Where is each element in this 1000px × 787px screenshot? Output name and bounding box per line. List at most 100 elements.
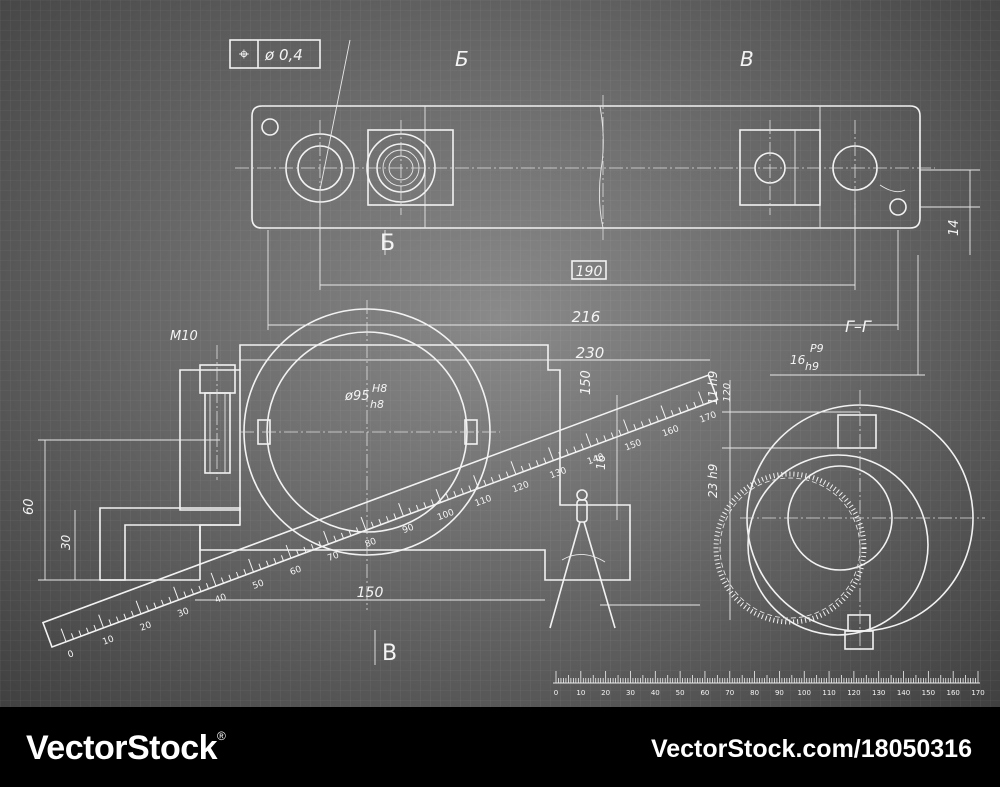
ruler-tick [318,541,322,548]
ruler-tick [285,544,292,559]
ruler-tick [265,560,269,567]
ruler-tick [573,446,577,453]
protractor-arc [713,471,867,625]
ruler-label: 70 [326,551,340,564]
dim-23h9: 23 h9 [706,464,720,498]
ruler-label: 90 [775,689,784,697]
ruler-label: 20 [139,620,153,633]
ruler-tick [670,410,674,417]
ruler-tick [303,546,307,553]
ruler-tick [183,591,187,598]
ruler-label: 140 [897,689,910,697]
ruler-label: 40 [651,689,660,697]
diameter-95: ø95 [344,389,370,404]
ruler-tick [585,433,592,447]
compass-icon [549,489,616,629]
ruler-tick [490,477,494,483]
ruler-label: 0 [67,649,76,660]
ruler-tick [295,549,299,556]
brand-logo: VectorStock® [26,729,226,768]
ruler-label: 100 [798,689,811,697]
stock-footer: VectorStock® VectorStock.com/18050316 [0,707,1000,787]
fit-h8-upper: H8 [372,382,387,395]
fit-h8-lower: h8 [370,398,384,411]
fit-h9: h9 [805,360,819,373]
ruler-tick [385,516,389,523]
ruler-tick [378,518,382,525]
ruler-label: 120 [847,689,860,697]
dim-30: 30 [59,534,73,550]
ruler-tick [633,424,637,431]
ruler-tick [273,557,277,564]
brand-name: VectorStock [26,729,218,767]
ruler-label: 50 [676,689,685,697]
dim-60: 60 [22,498,37,515]
dim-16-key: 16 [790,353,806,367]
top-view-plate [235,95,935,240]
ruler-tick [248,558,254,573]
ruler-tick [258,563,262,570]
ruler-tick [348,530,352,536]
ruler-tick [340,532,344,539]
ruler-label: 40 [214,592,228,605]
section-label-b: Б [455,47,469,71]
ruler-tick [173,586,180,601]
dim-14: 14 [947,219,962,236]
ruler-tick [408,507,412,514]
dim-16: 16 [594,454,608,470]
ruler-tick [543,457,547,464]
grid-background [0,0,1000,707]
position-symbol: ⌖ [239,44,249,65]
ruler-tick [145,605,150,612]
ruler-tick [323,530,329,545]
section-view-gg [719,380,985,650]
ruler-tick [623,419,629,433]
dim-11h9: 11 h9 [706,371,720,405]
ruler-tick [60,628,67,642]
ruler-tick [595,437,599,444]
ruler-tick [190,588,194,595]
ruler-tick [168,596,172,603]
ruler-tick [360,516,367,531]
fit-p9: P9 [810,342,824,355]
ruler-tick [510,461,517,475]
tolerance-value: ø 0,4 [264,46,303,64]
ruler-label: 0 [554,689,558,697]
ruler-tick [108,619,112,626]
ruler-tick [693,401,697,408]
ruler-tick [660,405,667,419]
section-label-v: В [740,47,754,71]
ruler-label: 30 [176,606,190,619]
dim-190: 190 [576,264,603,280]
ruler-tick [580,443,584,450]
dim-216: 216 [572,308,601,326]
ruler-tick [618,429,622,436]
ruler-label: 150 [922,689,935,697]
ruler-tick [548,447,554,461]
registered-mark: ® [217,729,226,743]
front-view-housing [99,300,631,610]
ruler-tick [655,415,659,422]
ruler-label: 170 [971,689,984,697]
ruler-tick [415,504,419,511]
ruler-tick [473,475,479,489]
ruler-tick [85,627,90,634]
ruler-label: 90 [401,523,415,536]
ruler-tick [423,502,427,509]
ruler-label: 50 [251,578,265,591]
ruler-tick [460,488,464,495]
image-id: VectorStock.com/18050316 [650,735,972,763]
ruler-tick [370,521,374,528]
tolerance-frame: ⌖ ø 0,4 [229,39,321,69]
dim-230: 230 [576,344,605,362]
ruler-label: 20 [601,689,610,697]
ruler-tick [135,600,142,615]
ruler-tick [160,599,165,606]
ruler-label: 110 [822,689,835,697]
ruler-tick [78,630,82,637]
ruler-tick [398,502,404,517]
ruler-tick [205,582,209,589]
